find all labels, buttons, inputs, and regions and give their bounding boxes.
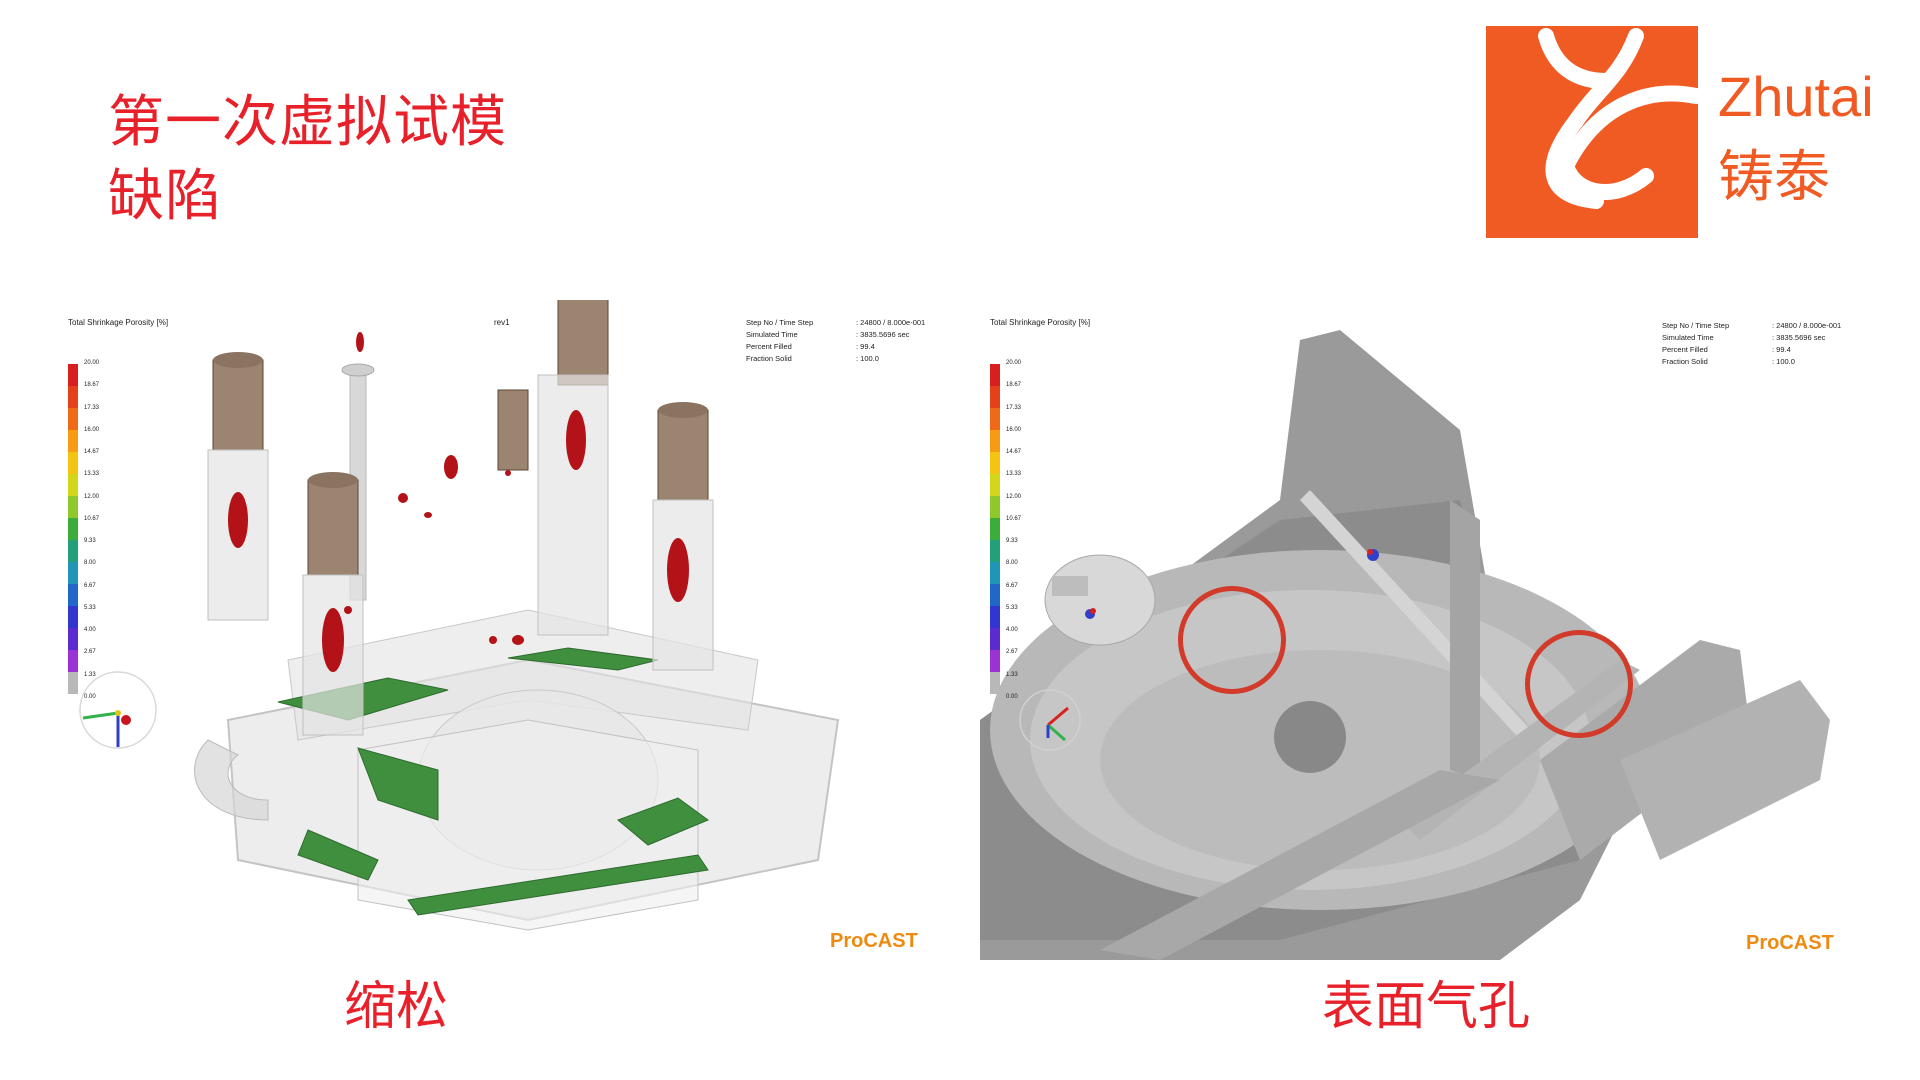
legend-value: 9.33 (84, 538, 96, 545)
right-legend-title: Total Shrinkage Porosity [%] (990, 318, 1091, 327)
legend-value: 8.00 (84, 560, 96, 567)
legend-value: 2.67 (1006, 649, 1018, 656)
legend-value: 20.00 (84, 360, 100, 366)
info-row: Percent Filled: 99.4 (746, 342, 875, 351)
legend-value: 0.00 (84, 693, 96, 700)
procast-brand-label: ProCAST (1746, 932, 1834, 954)
info-row: Simulated Time: 3835.5696 sec (1662, 333, 1826, 342)
casting-closeup-render (980, 300, 1860, 960)
info-row: Step No / Time Step: 24800 / 8.000e-001 (746, 318, 926, 327)
left-legend-values: 20.00 18.67 17.33 16.00 14.67 13.33 12.0… (84, 360, 99, 700)
legend-value: 13.33 (84, 471, 100, 478)
title-line-2: 缺陷 (108, 164, 222, 229)
gas-pore-highlight-circle (1525, 630, 1633, 738)
legend-value: 1.33 (1006, 671, 1018, 678)
legend-value: 12.00 (84, 493, 100, 500)
legend-value: 20.00 (1006, 360, 1022, 366)
legend-value: 5.33 (84, 604, 96, 611)
info-row: Simulated Time: 3835.5696 sec (746, 330, 910, 339)
legend-value: 17.33 (1006, 404, 1022, 411)
legend-value: 5.33 (1006, 604, 1018, 611)
legend-value: 16.00 (84, 426, 100, 433)
legend-value: 6.67 (1006, 582, 1018, 589)
legend-value: 9.33 (1006, 538, 1018, 545)
logo-name-cn: 铸泰 (1718, 145, 1830, 210)
info-row: Fraction Solid: 100.0 (1662, 357, 1795, 366)
legend-value: 16.00 (1006, 426, 1022, 433)
gas-pore-highlight-circle (1178, 586, 1286, 694)
left-legend-title: Total Shrinkage Porosity [%] (68, 318, 169, 327)
run-name-label: rev1 (494, 318, 510, 327)
left-legend-color-bar (68, 364, 78, 694)
legend-value: 12.00 (1006, 493, 1022, 500)
procast-brand-label: ProCAST (830, 930, 918, 952)
legend-value: 0.00 (1006, 693, 1018, 700)
left-simulation-info: Step No / Time Step: 24800 / 8.000e-001 … (746, 317, 925, 365)
info-row: Percent Filled: 99.4 (1662, 345, 1791, 354)
legend-value: 17.33 (84, 404, 100, 411)
casting-model-render (79, 300, 840, 931)
legend-value: 14.67 (84, 449, 100, 456)
surface-gas-porosity-view[interactable]: Total Shrinkage Porosity [%] 20.00 18.67… (980, 300, 1860, 960)
legend-value: 14.67 (1006, 449, 1022, 456)
right-legend-color-bar (990, 364, 1000, 694)
title-line-1: 第一次虚拟试模 (108, 90, 507, 155)
legend-value: 18.67 (84, 382, 100, 389)
legend-value: 10.67 (1006, 515, 1022, 522)
legend-value: 13.33 (1006, 471, 1022, 478)
info-row: Fraction Solid: 100.0 (746, 354, 879, 363)
legend-value: 10.67 (84, 515, 100, 522)
legend-value: 1.33 (84, 671, 96, 678)
legend-value: 4.00 (1006, 627, 1018, 634)
caption-shrinkage: 缩松 (344, 977, 449, 1037)
caption-surface-pores: 表面气孔 (1322, 977, 1531, 1037)
legend-value: 2.67 (84, 649, 96, 656)
legend-value: 4.00 (84, 627, 96, 634)
logo-name-en: Zhutai (1718, 65, 1874, 128)
info-row: Step No / Time Step: 24800 / 8.000e-001 (1662, 321, 1842, 330)
shrinkage-porosity-view[interactable]: Total Shrinkage Porosity [%] 20.00 18.67… (58, 300, 948, 960)
legend-value: 8.00 (1006, 560, 1018, 567)
right-simulation-info: Step No / Time Step: 24800 / 8.000e-001 … (1662, 320, 1841, 368)
right-legend-values: 20.00 18.67 17.33 16.00 14.67 13.33 12.0… (1006, 360, 1021, 700)
legend-value: 6.67 (84, 582, 96, 589)
legend-value: 18.67 (1006, 382, 1022, 389)
zhutai-logo-icon (1486, 26, 1704, 238)
slide-title: 第一次虚拟试模 缺陷 (108, 86, 507, 234)
